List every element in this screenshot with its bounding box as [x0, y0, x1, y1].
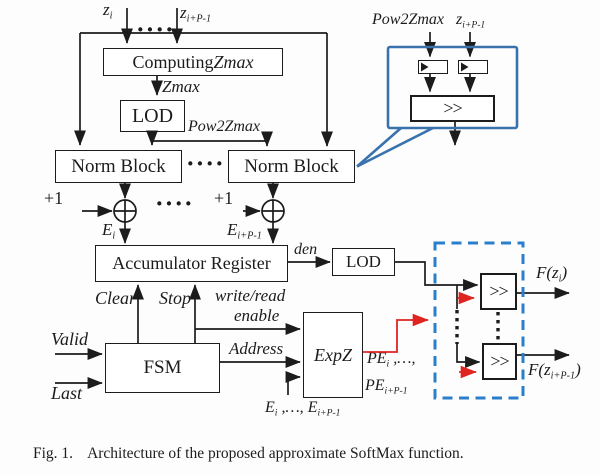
label-f-zip: F(zi+P-1) [528, 360, 581, 382]
norm-block-left: Norm Block [55, 150, 182, 183]
label-pe-first: PEi ,…, [367, 350, 416, 370]
figure-caption: Fig. 1. Architecture of the proposed appr… [33, 445, 464, 463]
adder-ellipsis-dots: ···· [155, 189, 194, 218]
shifter-top-icon: >> [489, 281, 508, 301]
callout-register-right [458, 60, 488, 74]
norm-block-left-label: Norm Block [71, 155, 166, 177]
label-den: den [294, 241, 318, 258]
label-callout-z-ip: zi+P-1 [456, 11, 486, 31]
callout-register-left [418, 60, 448, 74]
label-pe-last: PEi+P-1 [365, 377, 408, 397]
norm-block-right-label: Norm Block [244, 155, 339, 177]
shifter-top-block: >> [480, 273, 517, 310]
label-z-ip: zi+P-1 [180, 3, 212, 25]
label-valid: Valid [51, 329, 89, 349]
label-stop: Stop [159, 288, 192, 308]
figure-caption-number: Fig. 1. [33, 445, 74, 462]
expz-label: ExpZ [314, 344, 352, 365]
lod-label: LOD [131, 104, 174, 127]
computing-label-roman: Computing [132, 51, 214, 72]
top-ellipsis-dots: ···· [136, 15, 175, 44]
accumulator-label: Accumulator Register [112, 253, 271, 273]
label-write-read: write/read [215, 286, 286, 305]
label-e-ip: Ei+P-1 [227, 220, 262, 242]
label-z-i: zi [103, 0, 113, 22]
adder-right-icon [261, 199, 285, 223]
fsm-label: FSM [143, 357, 182, 378]
label-zmax: Zmax [162, 77, 200, 96]
label-plus-one-left: +1 [44, 188, 64, 208]
expz-block: ExpZ [303, 312, 363, 398]
label-callout-pow2zmax: Pow2Zmax [372, 11, 444, 28]
norm-ellipsis-dots: ···· [186, 149, 225, 178]
label-address: Address [229, 339, 284, 358]
label-clear: Clear [95, 288, 137, 308]
label-pow2zmax: Pow2Zmax [188, 118, 260, 135]
computing-label-italic: Zmax [213, 51, 254, 72]
lod2-block: LOD [332, 248, 395, 276]
computing-zmax-block: Computing Zmax [103, 48, 283, 76]
label-enable: enable [234, 306, 280, 325]
lod2-label: LOD [346, 252, 381, 271]
fsm-block: FSM [105, 343, 220, 393]
shifter-bottom-block: >> [482, 343, 517, 380]
callout-shifter-block: >> [410, 95, 495, 122]
shifter-bottom-icon: >> [490, 351, 509, 371]
label-plus-one-right: +1 [214, 188, 234, 208]
repetition-dotted-lines [455, 310, 500, 344]
adder-left-icon [113, 199, 137, 223]
adder-icons [113, 199, 285, 223]
label-f-zi: F(zi) [536, 263, 568, 285]
lod-block: LOD [120, 100, 185, 132]
label-e-inputs-row: Ei ,…, Ei+P-1 [265, 399, 341, 419]
norm-block-right: Norm Block [228, 150, 355, 183]
figure-caption-text: Architecture of the proposed approximate… [87, 445, 464, 462]
label-e-i: Ei [102, 220, 116, 242]
label-last: Last [51, 383, 83, 403]
accumulator-register-block: Accumulator Register [95, 245, 288, 282]
callout-shifter-icon: >> [443, 98, 462, 118]
